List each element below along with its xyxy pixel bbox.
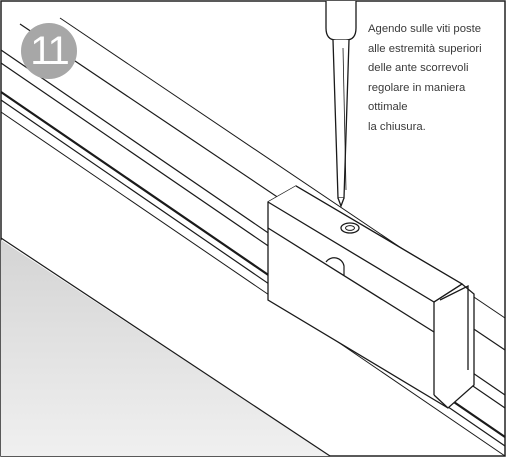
- instruction-line: alle estremità superiori: [368, 42, 482, 55]
- step-number: 11: [30, 29, 70, 73]
- end-cap: [267, 185, 475, 409]
- instruction-text: Agendo sulle viti poste alle estremità s…: [368, 20, 506, 138]
- instruction-line: Agendo sulle viti poste: [368, 23, 482, 35]
- instruction-line: la chiusura.: [368, 120, 426, 133]
- step-number-badge: 11: [21, 23, 77, 79]
- screwdriver-icon: [325, 1, 357, 208]
- screw-hole: [325, 222, 360, 276]
- instruction-line: regolare in maniera: [368, 81, 466, 94]
- instruction-line: ottimale: [368, 101, 408, 114]
- instruction-line: delle ante scorrevoli: [368, 62, 469, 75]
